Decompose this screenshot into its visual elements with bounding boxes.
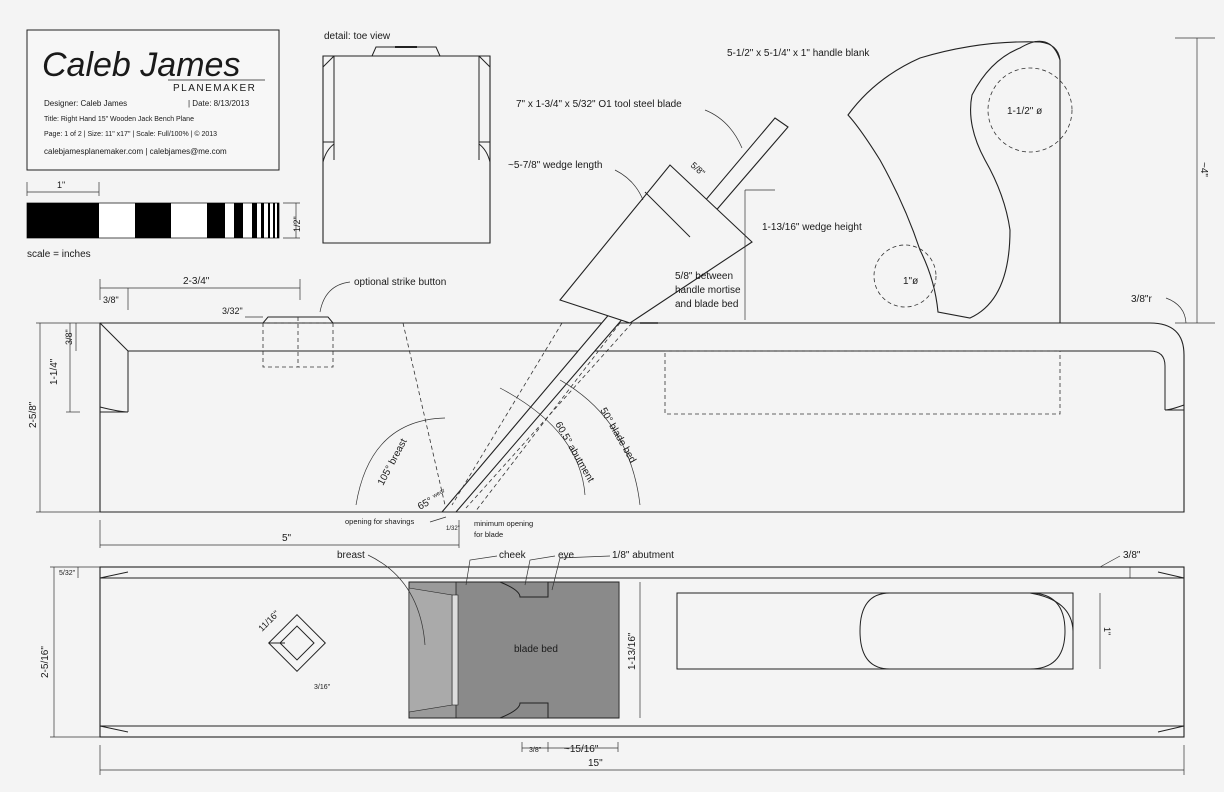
cheek-label: cheek	[499, 550, 527, 561]
throat	[408, 581, 620, 719]
dim-1-1-4-label: 1-1/4"	[49, 358, 60, 385]
scale-caption: scale = inches	[27, 249, 91, 260]
logo-subtitle: PLANEMAKER	[173, 83, 256, 94]
strike-button-label: optional strike button	[354, 277, 446, 288]
dim-3-8-v-label: 3/8"	[64, 329, 74, 345]
abutment-label: 1/8" abutment	[612, 550, 674, 561]
logo-name: Caleb James	[42, 46, 240, 84]
toe-view-title: detail: toe view	[324, 31, 391, 42]
breast-label: breast	[337, 550, 365, 561]
wedge-height-label: 1-13/16" wedge height	[762, 222, 862, 233]
blade-label: 7" x 1-3/4" x 5/32" O1 tool steel blade	[516, 99, 682, 110]
dim-3-8-right-label: 3/8"	[1123, 550, 1141, 561]
designer-line: Designer: Caleb James	[44, 99, 127, 108]
radius-label: 3/8"r	[1131, 294, 1152, 305]
contact-line: calebjamesplanemaker.com | calebjames@me…	[44, 147, 227, 156]
handle-circle-small	[873, 244, 937, 308]
circle-large-label: 1-1/2" ø	[1007, 106, 1042, 117]
dim-2-5-8-label: 2-5/8"	[28, 401, 39, 428]
wedge-length-label: ~5-7/8" wedge length	[508, 160, 602, 171]
between-label-1: 5/8" between	[675, 271, 733, 282]
date-line: | Date: 8/13/2013	[188, 99, 250, 108]
scale-bar: 1" 1/2" scale = inches	[26, 180, 302, 260]
eye-label: eye	[558, 550, 575, 561]
height-4-label: ~4"	[1198, 162, 1209, 177]
dim-15-label: 15"	[588, 758, 603, 769]
between-label-3: and blade bed	[675, 299, 738, 310]
dim-3-8-bottom-label: 3/8"	[529, 747, 542, 754]
top-view: 11/16" 3/16" blade bed breast cheek eye …	[40, 550, 1185, 775]
scale-1-inch: 1"	[57, 180, 65, 190]
scale-half-inch: 1/2"	[292, 216, 302, 232]
dim-3-32-label: 3/32"	[222, 306, 243, 316]
side-view: 105° breast 65° wear 60.5° abutment 50° …	[28, 99, 1185, 548]
handle-blank-label: 5-1/2" x 5-1/4" x 1" handle blank	[727, 48, 870, 59]
opening-shavings-label: opening for shavings	[345, 517, 414, 526]
dim-1-32-label: 1/32"	[446, 526, 460, 532]
wedge-tip-label: 5/8"	[689, 160, 707, 178]
between-label-2: handle mortise	[675, 285, 741, 296]
dim-1-13-16-label: 1-13/16"	[627, 632, 638, 670]
min-opening-label-1: minimum opening	[474, 519, 533, 528]
toe-view-detail: detail: toe view	[322, 31, 491, 244]
circle-small-label: 1"ø	[903, 276, 918, 287]
dim-3-8-label: 3/8"	[103, 295, 119, 305]
dim-1-label: 1"	[1102, 627, 1112, 635]
dim-5-label: 5"	[282, 533, 292, 544]
dim-2-5-16-label: 2-5/16"	[40, 646, 51, 678]
blade-bed-label: blade bed	[514, 644, 558, 655]
dim-3-16-label: 3/16"	[314, 684, 331, 691]
dim-2-3-4-label: 2-3/4"	[183, 276, 210, 287]
dim-5-32-label: 5/32"	[59, 570, 76, 577]
strike-button-diamond	[268, 614, 326, 672]
handle: 1-1/2" ø 1"ø 5-1/2" x 5-1/4" x 1" handle…	[727, 37, 1215, 324]
title-line: Title: Right Hand 15" Wooden Jack Bench …	[44, 116, 194, 123]
title-block: Caleb James PLANEMAKER Designer: Caleb J…	[26, 29, 280, 171]
page-info-line: Page: 1 of 2 | Size: 11" x17" | Scale: F…	[44, 130, 217, 138]
dim-15-16-label: ~15/16"	[564, 744, 599, 755]
handle-circle-large	[987, 67, 1073, 153]
min-opening-label-2: for blade	[474, 530, 503, 539]
